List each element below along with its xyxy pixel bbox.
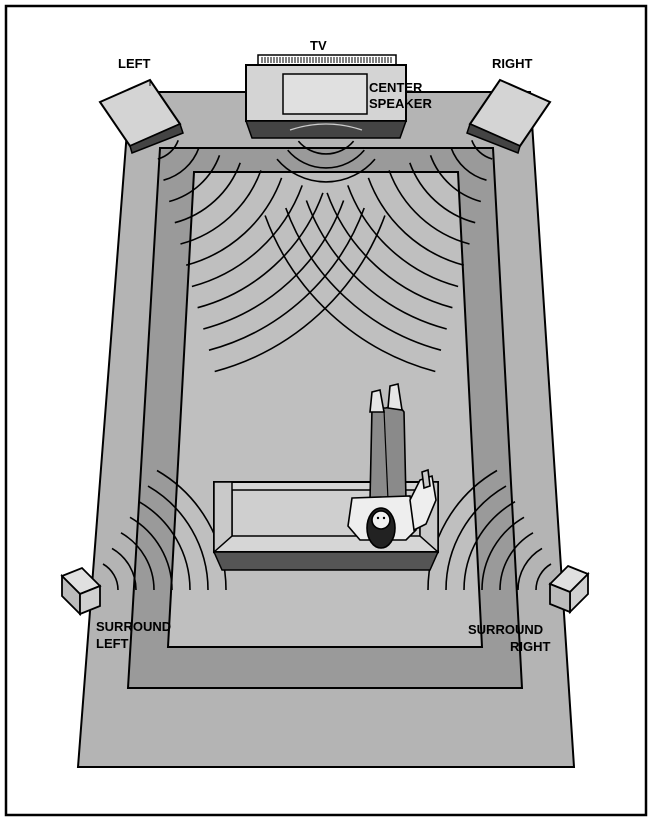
left-speaker-wave xyxy=(157,140,179,160)
person-arm xyxy=(409,474,437,532)
right-speaker-wave xyxy=(305,200,447,330)
tv-label: TV xyxy=(310,38,327,53)
person-legs xyxy=(369,403,407,501)
left-speaker-wave xyxy=(214,215,386,373)
surround-left-label-line1: SURROUND xyxy=(96,619,171,634)
surround-right-wave xyxy=(445,485,507,591)
surround-left-wave xyxy=(129,516,173,591)
remote-control xyxy=(421,468,431,490)
tv-screen xyxy=(282,73,368,115)
right-speaker xyxy=(466,78,552,154)
surround-left-wave xyxy=(138,501,191,591)
right-speaker-wave xyxy=(326,192,453,309)
right-speaker-wave xyxy=(367,177,465,266)
left-speaker-wave xyxy=(168,155,221,203)
person-foot-right xyxy=(387,383,403,411)
right-speaker-wave xyxy=(450,147,487,181)
surround-left-label-line2: LEFT xyxy=(96,636,129,651)
person-foot-left xyxy=(369,389,385,413)
center-speaker-grille xyxy=(289,123,363,131)
surround-left-speaker xyxy=(60,566,102,617)
center-speaker-label-line2: SPEAKER xyxy=(369,96,432,111)
center-speaker-wave xyxy=(287,149,365,169)
right-speaker-wave xyxy=(471,140,493,160)
tv-base xyxy=(244,120,408,139)
tv-vent xyxy=(257,54,397,66)
right-speaker-wave xyxy=(285,207,442,351)
right-speaker-wave xyxy=(347,185,459,288)
person-face xyxy=(371,510,391,530)
right-speaker-wave xyxy=(264,215,436,373)
right-speaker-wave xyxy=(388,170,470,245)
center-speaker-wave xyxy=(297,140,355,155)
left-speaker-wave xyxy=(203,200,345,330)
surround-right-wave xyxy=(463,501,516,591)
center-speaker-wave xyxy=(276,158,376,183)
surround-right-wave xyxy=(517,547,543,591)
right-label: RIGHT xyxy=(492,56,533,71)
surround-left-wave xyxy=(111,547,137,591)
left-speaker xyxy=(98,78,184,154)
surround-right-label-line1: SURROUND xyxy=(468,622,543,637)
left-label: LEFT xyxy=(118,56,151,71)
left-speaker-wave xyxy=(185,177,283,266)
left-speaker-wave xyxy=(174,162,241,224)
sound-waves xyxy=(102,140,552,591)
left-speaker-wave xyxy=(180,170,262,245)
surround-left-wave xyxy=(102,563,119,591)
sound-zone-inner xyxy=(166,171,484,648)
right-speaker-wave xyxy=(409,162,476,224)
left-speaker-wave xyxy=(191,185,303,288)
surround-left-wave xyxy=(120,532,155,591)
surround-right-wave xyxy=(427,469,498,591)
surround-right-wave xyxy=(535,563,552,591)
center-speaker-label-line1: CENTER xyxy=(369,80,423,95)
tv xyxy=(244,54,408,139)
surround-right-label-line2: RIGHT xyxy=(510,639,551,654)
surround-right-wave xyxy=(499,532,534,591)
left-speaker-wave xyxy=(208,207,365,351)
person xyxy=(347,383,437,549)
surround-left-wave xyxy=(156,469,227,591)
surround-right-speaker xyxy=(548,564,590,615)
surround-right-wave xyxy=(481,516,525,591)
right-speaker-wave xyxy=(429,155,482,203)
surround-left-wave xyxy=(147,485,209,591)
left-speaker-wave xyxy=(163,147,200,181)
left-speaker-wave xyxy=(197,192,324,309)
